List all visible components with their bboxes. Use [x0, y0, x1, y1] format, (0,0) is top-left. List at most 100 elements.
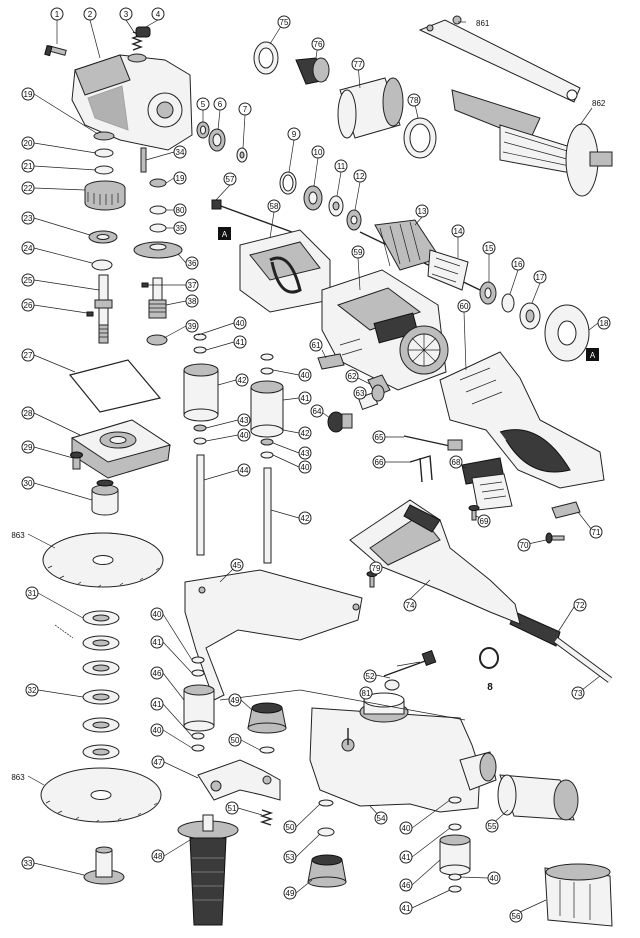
label-58: 58: [267, 199, 281, 213]
part-26-key: [86, 311, 94, 317]
label-38: 38: [185, 294, 199, 308]
part-16-washer: [501, 293, 515, 313]
label-42-b: 42: [298, 426, 312, 440]
part-42-guide-rod-b: [263, 467, 272, 564]
svg-text:63: 63: [356, 389, 365, 398]
svg-text:65: 65: [375, 433, 384, 442]
svg-text:19: 19: [24, 90, 33, 99]
part-21-ring: [94, 165, 114, 175]
label-862: 862: [592, 99, 606, 108]
svg-text:43: 43: [301, 449, 310, 458]
part-75-ring: [253, 41, 279, 75]
label-52: 52: [363, 669, 377, 683]
label-1: 1: [50, 7, 64, 21]
part-40-ring-h: [448, 873, 462, 881]
label-77: 77: [351, 57, 365, 71]
label-21: 21: [21, 159, 35, 173]
label-40-f: 40: [150, 723, 164, 737]
part-42-bush-a: [183, 363, 219, 422]
label-861: 861: [476, 19, 490, 28]
part-50-washer-b: [318, 799, 334, 807]
part-24-ring: [91, 259, 113, 271]
svg-text:41: 41: [402, 853, 411, 862]
svg-text:38: 38: [188, 297, 197, 306]
svg-text:41: 41: [236, 338, 245, 347]
svg-text:55: 55: [488, 822, 497, 831]
label-39: 39: [185, 319, 199, 333]
svg-text:56: 56: [512, 912, 521, 921]
part-861-spanner: [418, 15, 581, 103]
svg-text:45: 45: [233, 561, 242, 570]
part-78-ring: [403, 117, 437, 159]
part-10-bearing: [303, 185, 323, 211]
part-40-ring-f: [191, 744, 205, 752]
label-41-a: 41: [233, 335, 247, 349]
part-40-ring-d: [260, 451, 274, 459]
part-28-bearing-box: [70, 419, 172, 479]
part-70-screw: [545, 532, 565, 544]
label-40-h: 40: [487, 871, 501, 885]
svg-text:861: 861: [476, 19, 490, 28]
label-75: 75: [277, 15, 291, 29]
label-40-a: 40: [233, 316, 247, 330]
svg-text:9: 9: [292, 130, 297, 139]
part-2-gear-housing: [71, 54, 193, 151]
part-58-field-coil: [239, 229, 331, 313]
label-42-a: 42: [235, 373, 249, 387]
svg-text:54: 54: [377, 814, 386, 823]
part-81-washer: [384, 679, 400, 691]
svg-text:40: 40: [490, 874, 499, 883]
svg-text:863: 863: [11, 531, 25, 540]
svg-text:47: 47: [154, 758, 163, 767]
part-7-washer: [236, 147, 248, 163]
part-30-inner-flange: [91, 479, 119, 516]
label-5: 5: [196, 97, 210, 111]
svg-text:48: 48: [154, 852, 163, 861]
part-69-screw: [468, 505, 480, 521]
svg-text:7: 7: [243, 105, 248, 114]
label-14: 14: [451, 224, 465, 238]
part-labels: 1 2 3 4 19 20 21 22 23 24 25 26 27 28 29…: [11, 7, 611, 923]
part-74-handle-cover: [349, 499, 521, 625]
part-862-handle-tool: [451, 89, 613, 197]
label-27: 27: [21, 348, 35, 362]
svg-text:24: 24: [24, 244, 33, 253]
part-40-ring-c: [260, 353, 274, 361]
label-41-b: 41: [298, 391, 312, 405]
svg-text:69: 69: [480, 517, 489, 526]
svg-text:74: 74: [406, 601, 415, 610]
label-30: 30: [21, 476, 35, 490]
part-65-cable: [403, 435, 463, 451]
part-37-key: [141, 282, 149, 288]
part-32-spacer-set: [82, 689, 120, 760]
svg-text:41: 41: [301, 394, 310, 403]
svg-text:78: 78: [410, 96, 419, 105]
svg-text:41: 41: [402, 904, 411, 913]
label-19-a: 19: [21, 87, 35, 101]
svg-text:43: 43: [240, 416, 249, 425]
svg-text:40: 40: [236, 319, 245, 328]
svg-text:3: 3: [124, 10, 129, 19]
label-40-e: 40: [150, 607, 164, 621]
svg-text:A: A: [222, 230, 228, 239]
label-43-a: 43: [237, 413, 251, 427]
part-1-screw: [44, 45, 67, 57]
part-55-hose-adapter: [497, 774, 579, 821]
svg-text:73: 73: [574, 689, 583, 698]
svg-text:37: 37: [188, 281, 197, 290]
svg-text:32: 32: [28, 686, 37, 695]
svg-text:10: 10: [314, 148, 323, 157]
label-35: 35: [173, 221, 187, 235]
label-40-b: 40: [237, 428, 251, 442]
label-33: 33: [21, 856, 35, 870]
label-74: 74: [403, 598, 417, 612]
svg-text:40: 40: [301, 371, 310, 380]
label-9: 9: [287, 127, 301, 141]
label-20: 20: [21, 136, 35, 150]
part-48-side-handle: [177, 814, 239, 926]
part-45-base-plate: [184, 569, 363, 701]
svg-text:58: 58: [270, 202, 279, 211]
svg-text:49: 49: [231, 696, 240, 705]
svg-text:23: 23: [24, 214, 33, 223]
svg-text:40: 40: [153, 610, 162, 619]
